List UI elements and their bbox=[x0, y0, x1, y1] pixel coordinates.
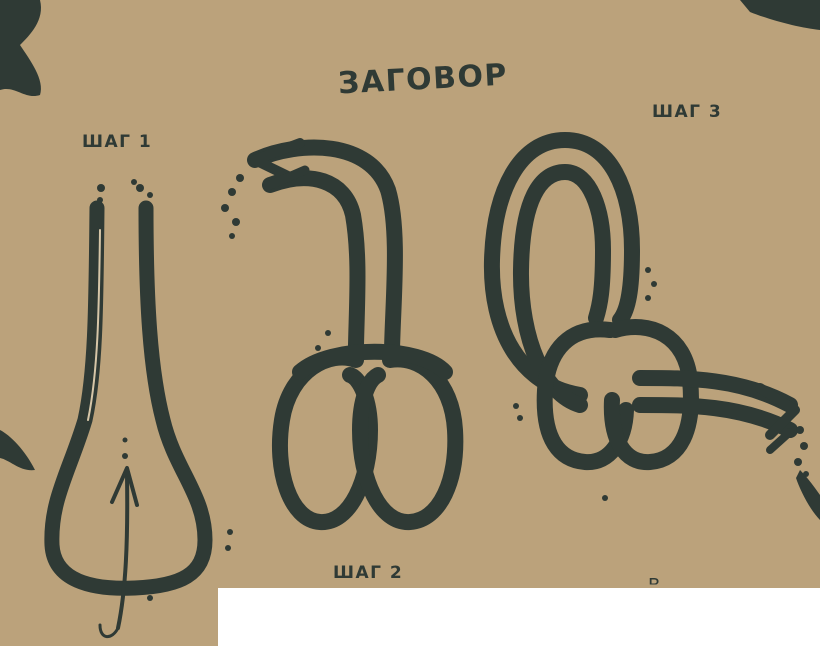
step1-arrow-shaft bbox=[118, 475, 127, 628]
step-1-label: ШАГ 1 bbox=[82, 132, 152, 152]
step-2-label: ШАГ 2 bbox=[333, 563, 403, 583]
step1-dots bbox=[97, 179, 233, 601]
step1-drawing bbox=[52, 208, 205, 637]
white-overlay-panel bbox=[218, 588, 820, 646]
step3-lower-loop-right bbox=[612, 327, 691, 462]
step2-upper-strand-inner bbox=[270, 178, 358, 345]
step3-drawing bbox=[492, 140, 795, 462]
step-3-label: ШАГ 3 bbox=[652, 102, 722, 122]
step3-tail-lower bbox=[640, 405, 790, 430]
step1-arrow-head bbox=[112, 468, 137, 505]
step1-arrow-tail bbox=[100, 625, 118, 637]
step2-dots bbox=[221, 174, 331, 351]
step3-big-loop-inner bbox=[521, 172, 603, 405]
step2-drawing bbox=[255, 143, 455, 522]
